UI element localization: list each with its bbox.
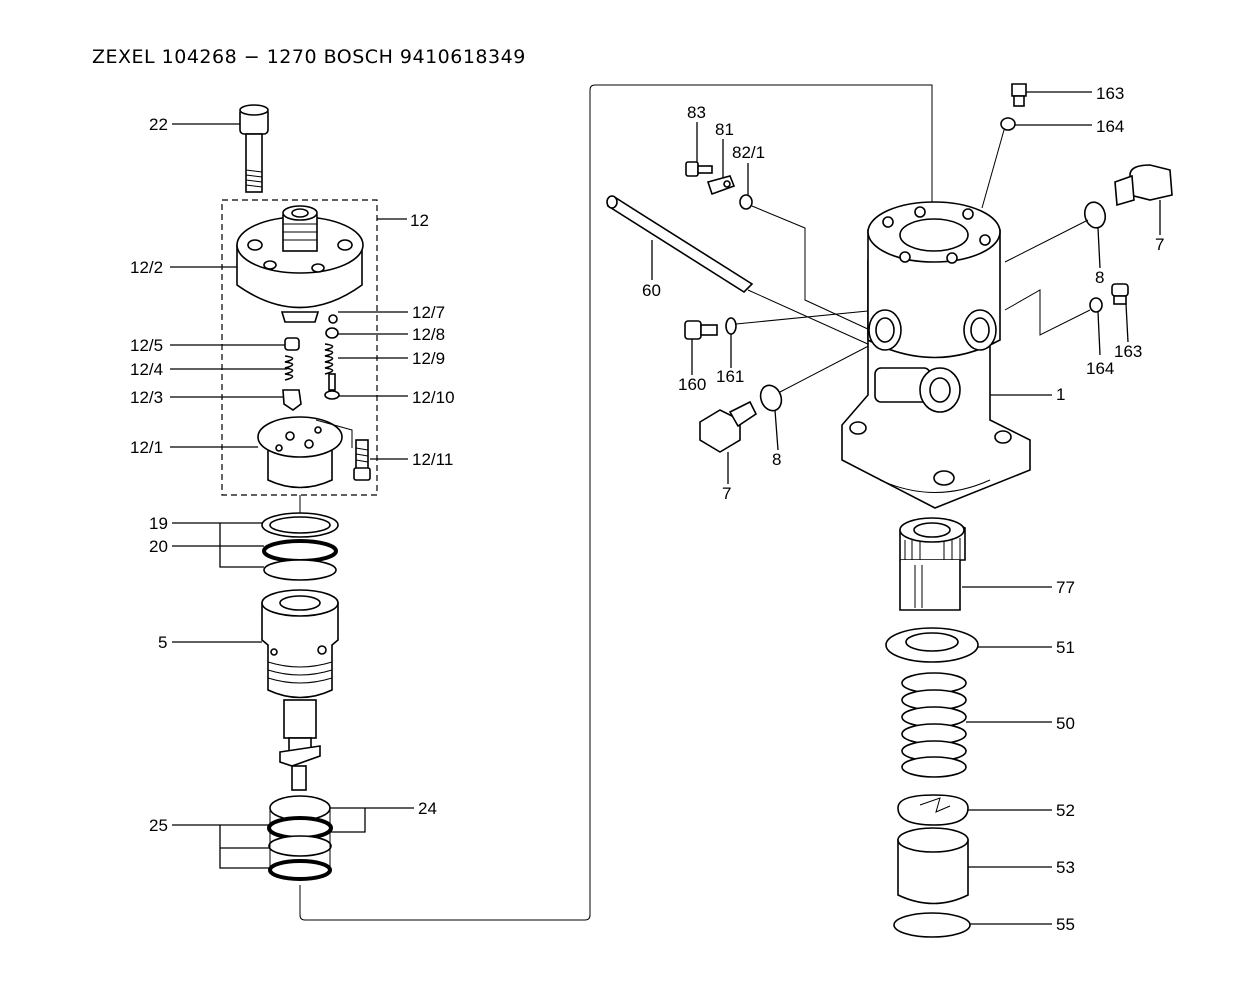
label-81: 81 (715, 120, 734, 139)
label-7-left: 7 (722, 484, 731, 503)
label-52: 52 (1056, 801, 1075, 820)
part-12-2-valve-holder (236, 205, 364, 323)
label-163-right: 163 (1114, 342, 1142, 361)
part-1-pump-housing (841, 201, 1031, 509)
part-19-20-ring-lower (263, 559, 337, 581)
part-60-rod (606, 195, 754, 294)
assembly-12-box (221, 199, 378, 496)
label-20: 20 (149, 537, 168, 556)
label-83: 83 (687, 103, 706, 122)
part-22-bolt (239, 104, 269, 193)
part-81-clip (706, 175, 736, 196)
part-82-1-washer (739, 194, 753, 210)
part-12-7-ball (328, 314, 338, 324)
label-12-11: 12/11 (412, 450, 453, 469)
part-8-oring-left (759, 384, 783, 412)
label-53: 53 (1056, 858, 1075, 877)
part-163-screw-top (1011, 83, 1027, 107)
label-8-right: 8 (1095, 268, 1104, 287)
label-22: 22 (149, 115, 168, 134)
part-12-8-seat (325, 327, 339, 339)
part-19-ring (261, 512, 339, 538)
part-161-washer (725, 317, 737, 335)
part-20-ring (262, 539, 338, 563)
label-12-7: 12/7 (412, 303, 445, 322)
label-160: 160 (678, 375, 706, 394)
label-8-left: 8 (772, 450, 781, 469)
label-12-3: 12/3 (130, 388, 163, 407)
part-5-barrel (261, 589, 339, 699)
label-12-4: 12/4 (130, 360, 163, 379)
label-12-5: 12/5 (130, 336, 163, 355)
connector-line (299, 84, 933, 921)
label-12-1: 12/1 (130, 438, 163, 457)
part-77-control-sleeve (899, 517, 966, 611)
part-164-washer-right (1089, 297, 1103, 313)
label-82-1: 82/1 (732, 143, 765, 162)
part-5-plunger (279, 699, 321, 791)
label-60: 60 (642, 281, 661, 300)
label-12-9: 12/9 (412, 349, 445, 368)
part-50-plunger-spring (901, 672, 967, 778)
label-163-top: 163 (1096, 84, 1124, 103)
part-52-lower-seat (897, 794, 969, 826)
part-53-tappet (897, 827, 969, 905)
part-12-11-screw (353, 439, 371, 481)
part-51-spring-seat (885, 627, 979, 663)
label-161: 161 (716, 367, 744, 386)
label-164-top: 164 (1096, 117, 1124, 136)
part-164-washer-top (1000, 117, 1016, 131)
label-77: 77 (1056, 578, 1075, 597)
label-25: 25 (149, 816, 168, 835)
part-12-5-valve (284, 337, 300, 351)
label-50: 50 (1056, 714, 1075, 733)
part-12-1-base (257, 416, 343, 489)
part-12-9-spring (324, 343, 334, 375)
part-7-plug-right (1114, 164, 1173, 207)
label-19: 19 (149, 514, 168, 533)
leader-12-11-bracket (315, 419, 353, 448)
label-1: 1 (1056, 385, 1065, 404)
part-55-snap-ring (893, 912, 971, 938)
label-12-10: 12/10 (412, 388, 455, 407)
label-7-right: 7 (1155, 235, 1164, 254)
label-12-8: 12/8 (412, 325, 445, 344)
part-24-25-seats (267, 795, 333, 881)
part-163-screw-right (1111, 283, 1129, 305)
part-12-3-valve-body (282, 389, 302, 411)
label-5: 5 (158, 633, 167, 652)
label-55: 55 (1056, 915, 1075, 934)
label-12: 12 (410, 211, 429, 230)
label-12-2: 12/2 (130, 258, 163, 277)
label-24: 24 (418, 799, 437, 818)
label-51: 51 (1056, 638, 1075, 657)
diagram-title: ZEXEL 104268 − 1270 BOSCH 9410618349 (92, 46, 526, 68)
label-164-right: 164 (1086, 359, 1114, 378)
part-8-oring-right (1083, 201, 1107, 229)
part-7-plug-left (699, 400, 758, 453)
part-83-screw (685, 161, 713, 177)
part-12-4-spring (284, 355, 294, 381)
part-160-screw (684, 320, 718, 340)
part-12-10-pin (324, 373, 340, 400)
